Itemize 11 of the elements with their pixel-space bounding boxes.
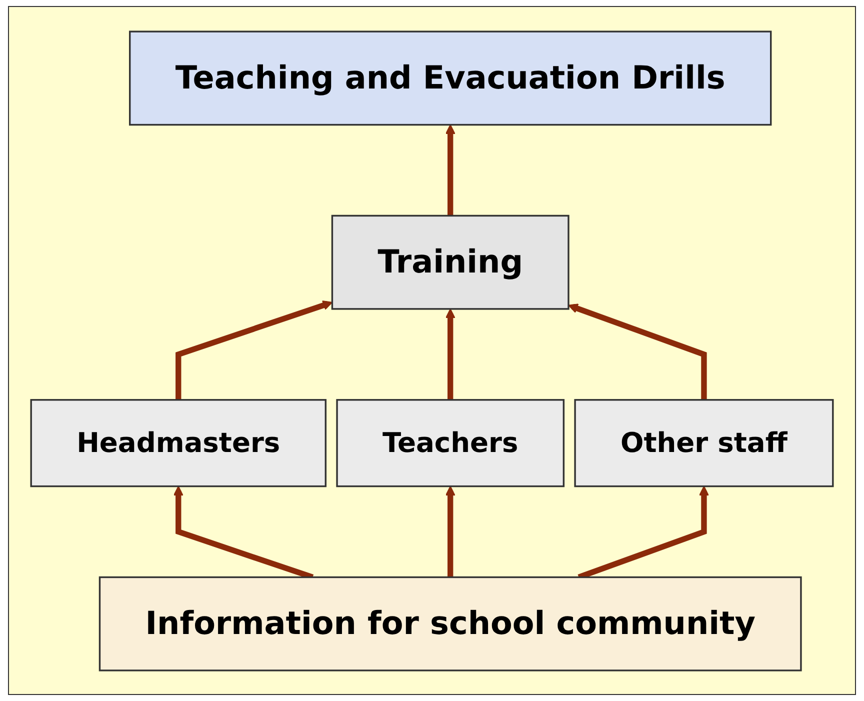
arrow — [445, 485, 456, 577]
arrow — [568, 303, 707, 400]
arrow — [176, 300, 333, 400]
arrow — [445, 124, 456, 216]
node-box: Information for school community — [98, 576, 802, 671]
node-box: Teachers — [336, 398, 565, 487]
node-box: Teaching and Evacuation Drills — [129, 30, 772, 126]
node-box: Headmasters — [30, 398, 326, 487]
arrow — [445, 308, 456, 400]
node-box: Training — [331, 214, 570, 310]
node-box: Other staff — [574, 398, 834, 487]
